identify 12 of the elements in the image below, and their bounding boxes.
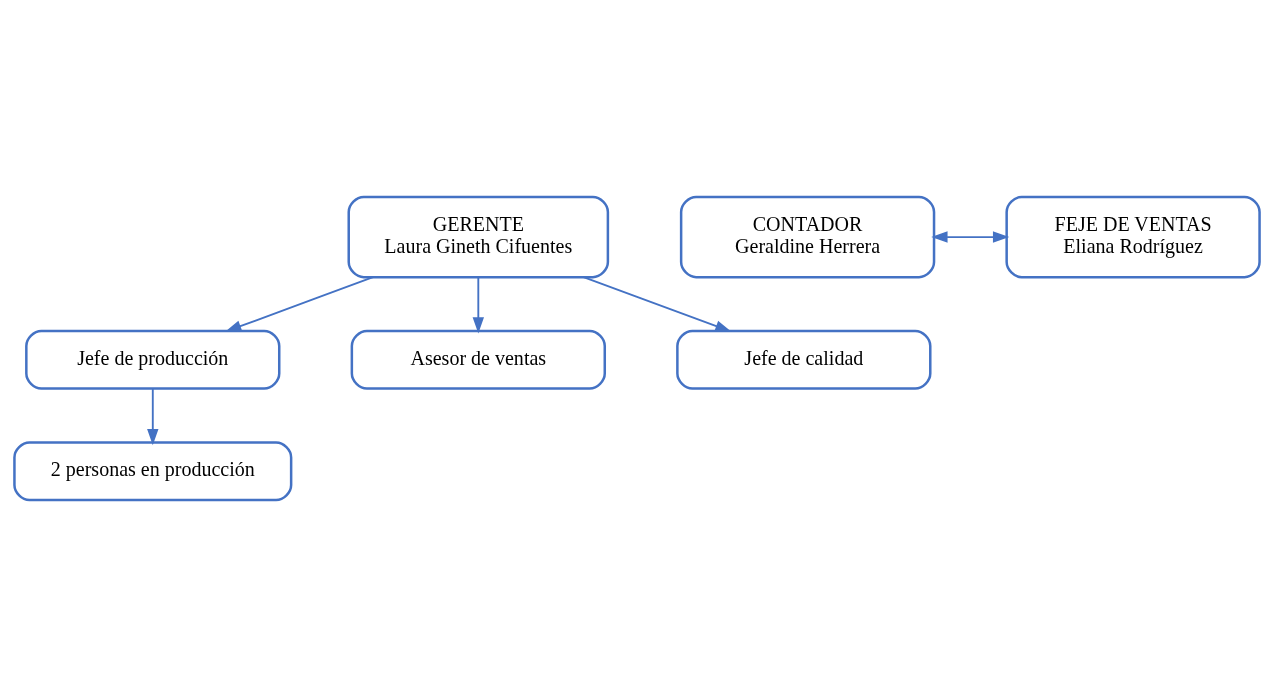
arrow <box>472 276 484 334</box>
node-box: CONTADOR Geraldine Herrera <box>679 195 936 279</box>
node-box: Jefe de calidad <box>676 329 932 390</box>
node-box: 2 personas en producción <box>13 441 293 502</box>
node-box: Asesor de ventas <box>350 329 606 390</box>
arrow <box>225 276 374 332</box>
node-box: FEJE DE VENTAS Eliana Rodríguez <box>1005 195 1261 279</box>
node-box: GERENTE Laura Gineth Cifuentes <box>347 195 610 279</box>
arrow <box>582 276 732 332</box>
node-box: Jefe de producción <box>25 329 281 390</box>
arrow <box>147 388 159 446</box>
arrow <box>931 231 1010 243</box>
